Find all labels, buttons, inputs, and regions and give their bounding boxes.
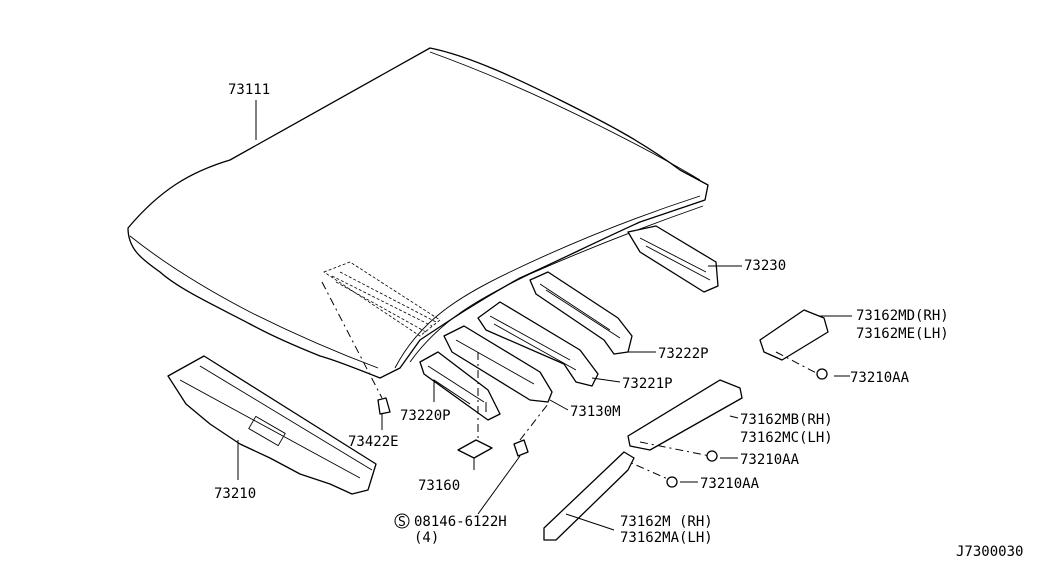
label-73162MA: 73162MA(LH) [620,530,713,546]
label-73220P: 73220P [400,408,451,424]
label-73422E: 73422E [348,434,399,450]
front-header-hatch [321,261,441,399]
label-bolt-quantity: (4) [414,530,439,546]
side-rail-center-pieces [619,379,743,481]
label-73221P: 73221P [622,376,673,392]
front-header-panel [167,355,377,495]
roof-bow-front [419,351,501,421]
label-73130M: 73130M [570,404,621,420]
side-rail-rear-pieces [759,309,829,377]
label-73162MC: 73162MC(LH) [740,430,833,446]
bolt-symbol: S [398,515,406,530]
roof-panel [127,47,709,379]
leader-lines [237,100,852,531]
label-73162MD: 73162MD(RH) [856,308,949,324]
clip-73422E [377,397,391,415]
bolt [513,403,549,457]
label-73111: 73111 [228,82,270,98]
bolt-callout: S [394,513,410,530]
label-73210AA-rear: 73210AA [850,370,910,386]
label-73162ME: 73162ME(LH) [856,326,949,342]
label-73230: 73230 [744,258,786,274]
roof-bow-center [477,301,599,387]
clip-73210AA [666,368,828,488]
label-73162MB: 73162MB(RH) [740,412,833,428]
rear-rail [627,225,719,293]
label-08146-6122H: 08146-6122H [414,514,507,530]
label-73210: 73210 [214,486,256,502]
label-73160: 73160 [418,478,460,494]
roof-bow-front-reinforcement [443,325,553,403]
label-73210AA-center: 73210AA [740,452,800,468]
label-73162M: 73162M (RH) [620,514,713,530]
side-rail-front-pieces [543,451,635,541]
diagram-code: J7300030 [956,544,1023,560]
patch-73160 [457,352,493,459]
label-73222P: 73222P [658,346,709,362]
label-73210AA-front: 73210AA [700,476,760,492]
